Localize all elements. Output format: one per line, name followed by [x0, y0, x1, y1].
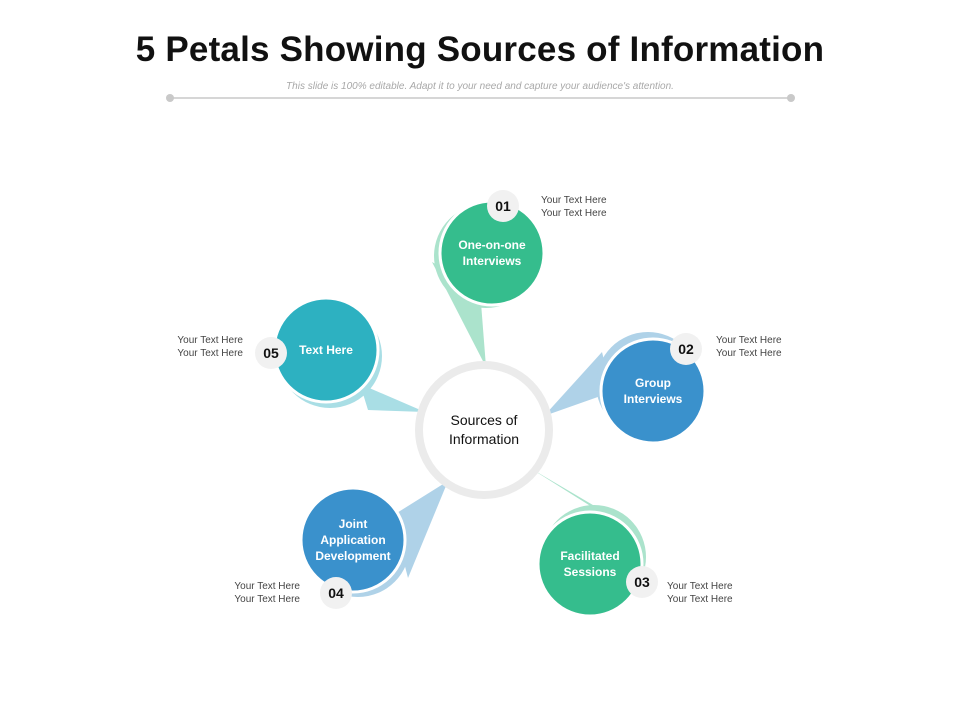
petal-01-number: 01	[487, 190, 519, 222]
petal-01-note: Your Text Here Your Text Here	[541, 194, 607, 220]
petal-05-number: 05	[255, 337, 287, 369]
petal-03-note: Your Text Here Your Text Here	[667, 580, 733, 606]
petal-04-note-line: Your Text Here	[234, 581, 300, 592]
petal-05-note-line: Your Text Here	[177, 335, 243, 346]
petal-04-label: Joint Application Development	[315, 517, 391, 563]
center-ring	[415, 361, 553, 499]
title-divider	[170, 97, 791, 99]
page-title: 5 Petals Showing Sources of Information	[135, 30, 825, 69]
petal-05-label: Text Here	[299, 343, 353, 357]
petal-04	[299, 481, 448, 597]
petal-02-tail	[544, 352, 612, 416]
petal-01-note-line: Your Text Here	[541, 208, 607, 219]
petal-02-label: Group Interviews	[623, 376, 683, 406]
petal-04-note-line: Your Text Here	[234, 594, 300, 605]
petal-02-note-line: Your Text Here	[716, 348, 782, 359]
petal-01	[432, 199, 546, 367]
petal-01-label: One-on-one Interviews	[458, 238, 526, 268]
petal-02-note-line: Your Text Here	[716, 335, 782, 346]
divider-right-dot	[787, 94, 795, 102]
petal-04-circle	[299, 486, 407, 594]
petal-04-number: 04	[320, 577, 352, 609]
petal-05-note-line: Your Text Here	[177, 348, 243, 359]
petal-02-number: 02	[670, 333, 702, 365]
petal-01-note-line: Your Text Here	[541, 195, 607, 206]
petal-03-note-line: Your Text Here	[667, 581, 733, 592]
petal-03-circle	[536, 510, 644, 618]
divider-left-dot	[166, 94, 174, 102]
center-label: Sources of Information	[448, 412, 520, 447]
petal-02-circle	[599, 337, 707, 445]
page-subtitle: This slide is 100% editable. Adapt it to…	[286, 81, 674, 92]
petal-03-number: 03	[626, 566, 658, 598]
petal-03	[530, 468, 646, 618]
petal-02-note: Your Text Here Your Text Here	[716, 334, 782, 360]
petal-05	[272, 296, 425, 412]
petal-05-tail	[360, 384, 425, 412]
petal-03-label: Facilitated Sessions	[560, 549, 620, 579]
petal-05-note: Your Text Here Your Text Here	[143, 334, 243, 360]
petal-04-note: Your Text Here Your Text Here	[200, 580, 300, 606]
petal-03-note-line: Your Text Here	[667, 594, 733, 605]
